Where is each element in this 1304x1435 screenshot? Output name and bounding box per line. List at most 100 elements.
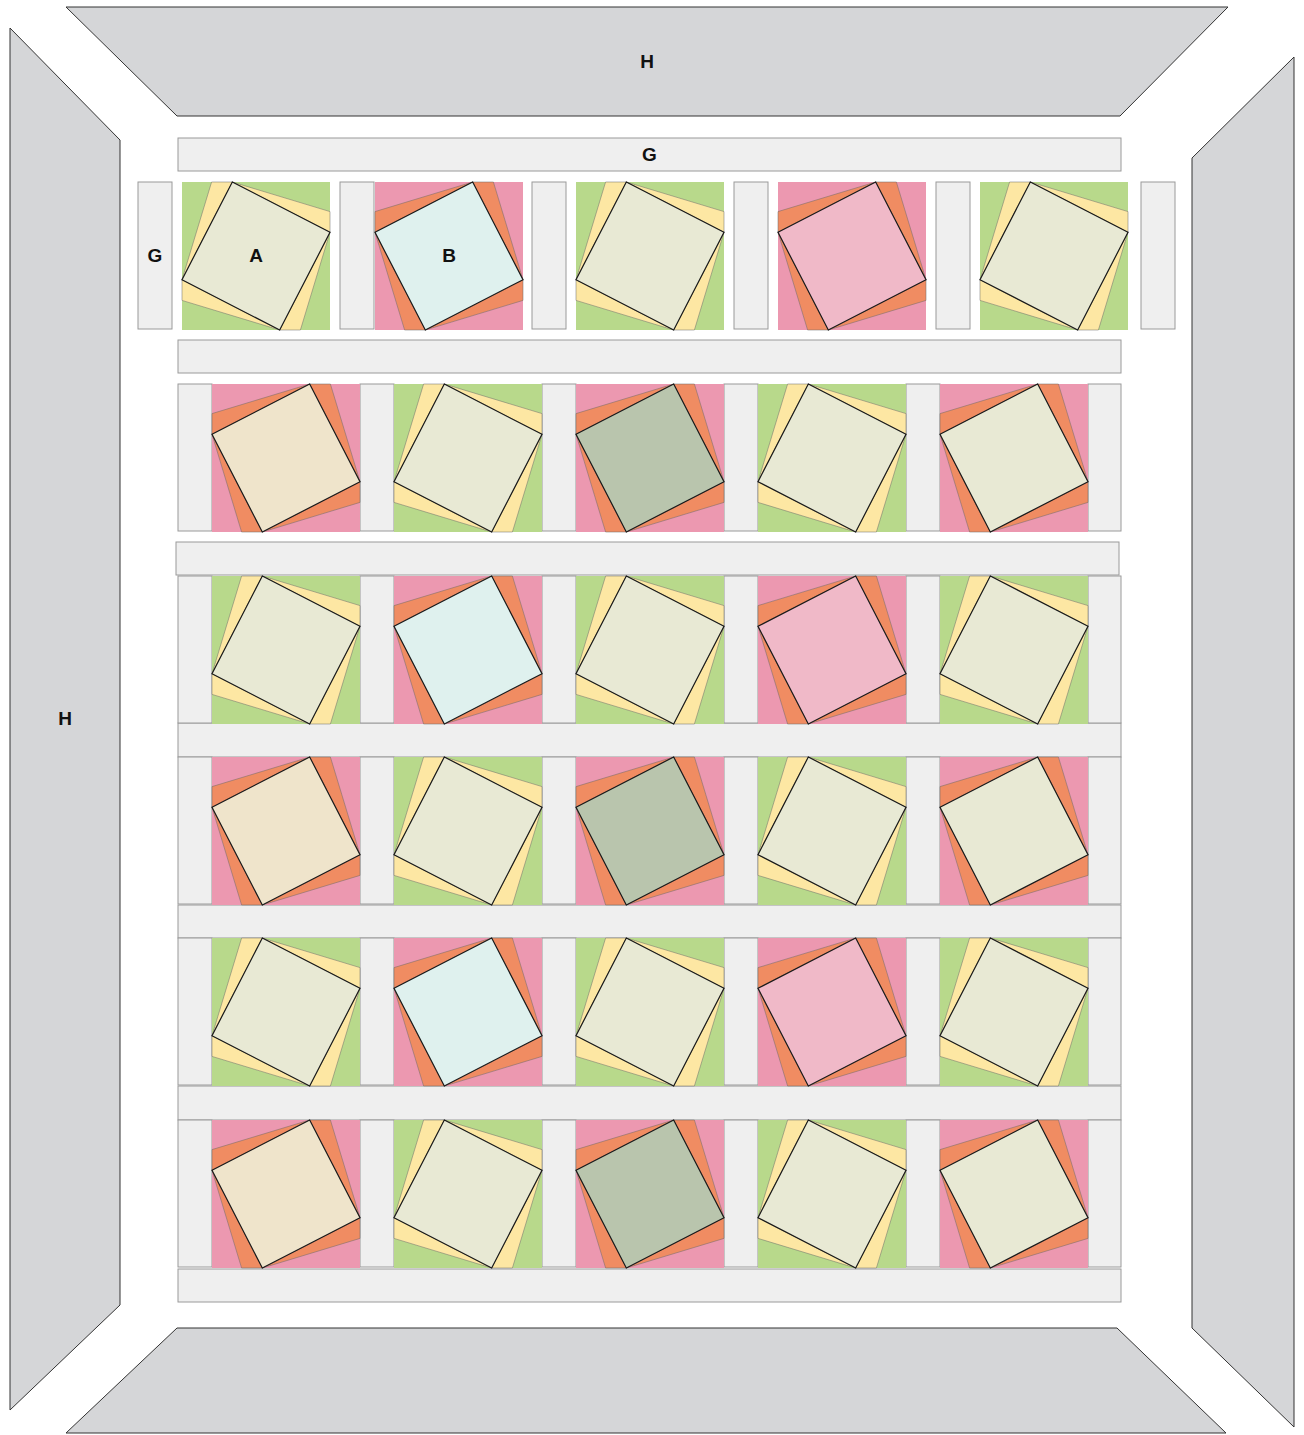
sashing-strip — [906, 757, 940, 904]
quilt-block — [758, 757, 906, 905]
block-center — [576, 938, 724, 1086]
quilt-block — [212, 384, 360, 532]
block-label-area: B — [375, 182, 523, 329]
block-ground — [576, 182, 724, 330]
sashing-strip — [340, 182, 374, 329]
block-ground — [758, 938, 906, 1086]
quilt-block — [778, 182, 926, 330]
sashing-strip — [178, 1086, 1121, 1120]
border-strip — [10, 28, 120, 1410]
block-ground — [778, 182, 926, 330]
block-center — [758, 938, 906, 1086]
block-center — [940, 757, 1088, 905]
block-ground — [758, 384, 906, 532]
border-strip — [66, 7, 1228, 116]
quilt-block — [576, 576, 724, 724]
block-ground — [940, 576, 1088, 724]
quilt-block — [758, 384, 906, 532]
quilt-block — [940, 384, 1088, 532]
sashing-strip — [542, 1120, 576, 1267]
quilt-block — [212, 1120, 360, 1268]
block-center — [576, 576, 724, 724]
sashing-strip — [178, 757, 212, 904]
block-ground — [212, 384, 360, 532]
piece-letter: G — [642, 145, 657, 164]
block-ground — [394, 1120, 542, 1268]
block-ground — [212, 757, 360, 905]
sashing-strip — [936, 182, 970, 329]
sashing-strip — [178, 384, 212, 531]
piece-letter: H — [640, 52, 654, 71]
block-center — [375, 182, 523, 330]
piece-letter: G — [148, 246, 163, 265]
sashing-strip — [906, 576, 940, 723]
border-label-area: H — [66, 7, 1228, 116]
block-center — [940, 938, 1088, 1086]
block-center — [394, 757, 542, 905]
sashing-strip — [906, 938, 940, 1085]
border-label-area: H — [10, 28, 120, 1408]
border-strip — [1192, 57, 1294, 1427]
sashing-strip — [906, 1120, 940, 1267]
sashing-strip — [724, 1120, 758, 1267]
block-center — [212, 757, 360, 905]
block-center — [212, 1120, 360, 1268]
block-center — [758, 757, 906, 905]
quilt-block — [758, 1120, 906, 1268]
sashing-strip — [178, 1120, 212, 1267]
quilt-block — [940, 938, 1088, 1086]
block-ground — [394, 576, 542, 724]
block-ground — [940, 1120, 1088, 1268]
quilt-block — [576, 938, 724, 1086]
quilt-block — [394, 384, 542, 532]
block-ground — [940, 757, 1088, 905]
quilt-block — [980, 182, 1128, 330]
quilt-block — [576, 384, 724, 532]
sashing-strip — [178, 340, 1121, 373]
quilt-block — [212, 938, 360, 1086]
sashing-strip — [178, 723, 1121, 757]
sashing-strip — [1088, 1120, 1121, 1267]
quilt-block — [182, 182, 330, 330]
sashing-strip — [178, 576, 212, 723]
quilt-block — [394, 938, 542, 1086]
sashing-strip — [1088, 384, 1121, 531]
quilt-block — [212, 757, 360, 905]
sashing-strip — [1088, 938, 1121, 1085]
block-ground — [758, 757, 906, 905]
block-center — [576, 757, 724, 905]
block-ground — [576, 384, 724, 532]
sashing-strip — [532, 182, 566, 329]
sashing-strip — [176, 542, 1119, 575]
sashing-strip — [724, 384, 758, 531]
block-ground — [394, 757, 542, 905]
block-ground — [940, 938, 1088, 1086]
sashing-strip — [734, 182, 768, 329]
quilt-block — [394, 757, 542, 905]
block-ground — [212, 576, 360, 724]
block-ground — [182, 182, 330, 330]
block-center — [394, 384, 542, 532]
block-label-area: A — [182, 182, 330, 329]
sashing-strip — [1141, 182, 1175, 329]
block-center — [212, 938, 360, 1086]
quilt-block — [940, 1120, 1088, 1268]
block-center — [394, 576, 542, 724]
block-center — [212, 384, 360, 532]
block-ground — [758, 576, 906, 724]
block-ground — [394, 938, 542, 1086]
sashing-strip — [906, 384, 940, 531]
block-center — [182, 182, 330, 330]
border-strip — [66, 1328, 1226, 1433]
block-center — [940, 1120, 1088, 1268]
block-center — [940, 576, 1088, 724]
block-center — [758, 576, 906, 724]
sashing-strip — [542, 576, 576, 723]
quilt-block — [940, 757, 1088, 905]
quilt-block — [758, 938, 906, 1086]
quilt-block — [576, 757, 724, 905]
sashing-strip — [360, 938, 394, 1085]
sashing-strip — [360, 757, 394, 904]
